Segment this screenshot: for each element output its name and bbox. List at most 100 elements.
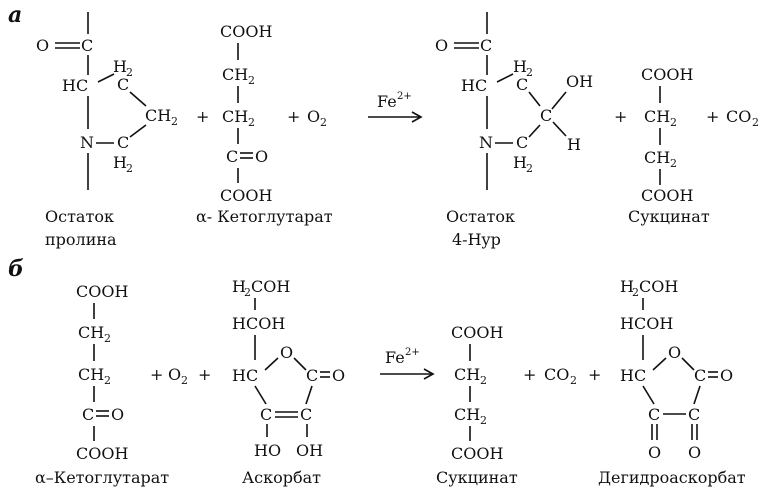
atom-c: C xyxy=(648,405,660,424)
carbonyl-oxygen: O xyxy=(720,366,733,385)
label-dehydroascorbate: Дегидроаскорбат xyxy=(598,468,746,487)
ketone-oxygen: O xyxy=(688,443,701,462)
subscript-2: 2 xyxy=(104,374,111,387)
ketone-oxygen: O xyxy=(648,443,661,462)
carbonyl-oxygen: O xyxy=(332,366,345,385)
subscript-2: 2 xyxy=(104,332,111,345)
atom-c: C xyxy=(516,75,528,94)
ascorbate-structure: H 2 COH HCOH HC O C O C C HO OH xyxy=(232,277,345,460)
catalyst-fe: Fe xyxy=(377,92,397,111)
group-hcoh: HCOH xyxy=(232,314,285,333)
proline-residue-structure: O C HC H 2 C CH 2 C H 2 N xyxy=(36,12,178,190)
atom-hc: HC xyxy=(232,366,258,385)
group-cooh: COOH xyxy=(641,65,693,84)
panel-b-letter: б xyxy=(8,256,24,282)
reagent-o2: O xyxy=(307,107,320,126)
group-ch2: CH xyxy=(78,365,104,384)
label-ascorbate: Аскорбат xyxy=(242,468,321,487)
atom-c: C xyxy=(300,405,312,424)
ketoglutarate-structure-b: COOH CH 2 CH 2 C O COOH xyxy=(76,282,128,463)
label-succinate-a: Сукцинат xyxy=(628,207,710,226)
group-oh: OH xyxy=(296,441,323,460)
atom-o: O xyxy=(255,147,268,166)
atom-c: C xyxy=(480,36,492,55)
group-cooh: COOH xyxy=(220,22,272,41)
reaction-arrow-a xyxy=(368,111,423,123)
group-h2coh-h: H xyxy=(620,277,634,296)
atom-c: C xyxy=(688,405,700,424)
atom-c: C xyxy=(226,147,238,166)
group-ch2: CH xyxy=(78,323,104,342)
atom-h: H xyxy=(567,135,581,154)
subscript-2: 2 xyxy=(632,286,639,299)
subscript-2: 2 xyxy=(670,116,677,129)
subscript-2: 2 xyxy=(171,115,178,128)
atom-h2: H xyxy=(113,57,127,76)
atom-hc: HC xyxy=(461,76,487,95)
subscript-2: 2 xyxy=(480,374,487,387)
group-ch2: CH xyxy=(644,148,670,167)
atom-c: C xyxy=(540,106,552,125)
atom-hc: HC xyxy=(620,366,646,385)
subscript-2: 2 xyxy=(320,116,327,129)
catalyst-charge: 2+ xyxy=(405,347,420,358)
succinate-structure-a: COOH CH 2 CH 2 COOH xyxy=(641,65,693,205)
subscript-2: 2 xyxy=(752,116,759,129)
group-h2coh-coh: COH xyxy=(251,277,290,296)
ring-oxygen: O xyxy=(280,343,293,362)
product-co2: CO xyxy=(544,365,569,384)
label-ketoglutarate-a: α- Кетоглутарат xyxy=(196,207,333,226)
plus-sign: + xyxy=(588,365,601,384)
group-ch2: CH xyxy=(644,107,670,126)
group-ch2: CH xyxy=(454,365,480,384)
subscript-2: 2 xyxy=(526,162,533,175)
group-h2coh-coh: COH xyxy=(639,277,678,296)
atom-hc: HC xyxy=(62,76,88,95)
reaction-arrow-b xyxy=(380,368,435,380)
plus-sign: + xyxy=(706,107,719,126)
subscript-2: 2 xyxy=(181,374,188,387)
atom-ch: CH xyxy=(145,106,171,125)
label-proline-residue-line2: пролина xyxy=(45,230,117,249)
atom-c: C xyxy=(81,36,93,55)
atom-h2: H xyxy=(113,153,127,172)
group-cooh: COOH xyxy=(451,444,503,463)
subscript-2: 2 xyxy=(126,66,133,79)
subscript-2: 2 xyxy=(244,286,251,299)
dehydroascorbate-structure: H 2 COH HCOH HC O C O C C O O xyxy=(620,277,733,462)
subscript-2: 2 xyxy=(670,157,677,170)
group-ho: HO xyxy=(254,441,281,460)
group-hcoh: HCOH xyxy=(620,314,673,333)
atom-n: N xyxy=(80,133,94,152)
label-succinate-b: Сукцинат xyxy=(436,468,518,487)
plus-sign: + xyxy=(287,107,300,126)
plus-sign: + xyxy=(198,365,211,384)
atom-c: C xyxy=(516,133,528,152)
atom-c: C xyxy=(694,366,706,385)
group-cooh: COOH xyxy=(76,444,128,463)
group-cooh: COOH xyxy=(641,186,693,205)
group-ch2: CH xyxy=(222,107,248,126)
plus-sign: + xyxy=(614,107,627,126)
atom-o: O xyxy=(111,405,124,424)
ketoglutarate-structure-a: COOH CH 2 CH 2 C O COOH xyxy=(220,22,272,205)
label-hyp-residue-line1: Остаток xyxy=(446,207,515,226)
group-h2coh-h: H xyxy=(232,277,246,296)
plus-sign: + xyxy=(523,365,536,384)
product-co2: CO xyxy=(726,107,751,126)
ring-oxygen: O xyxy=(668,343,681,362)
reagent-o2: O xyxy=(168,365,181,384)
atom-c: C xyxy=(82,405,94,424)
group-cooh: COOH xyxy=(451,323,503,342)
subscript-2: 2 xyxy=(480,414,487,427)
atom-n: N xyxy=(479,133,493,152)
group-ch2: CH xyxy=(454,405,480,424)
hydroxyproline-residue-structure: O C HC H 2 C C OH H C H 2 N xyxy=(435,12,593,190)
catalyst-charge: 2+ xyxy=(397,91,412,102)
subscript-2: 2 xyxy=(570,374,577,387)
succinate-structure-b: COOH CH 2 CH 2 COOH xyxy=(451,323,503,463)
atom-c: C xyxy=(117,75,129,94)
atom-c: C xyxy=(260,405,272,424)
atom-c: C xyxy=(117,133,129,152)
